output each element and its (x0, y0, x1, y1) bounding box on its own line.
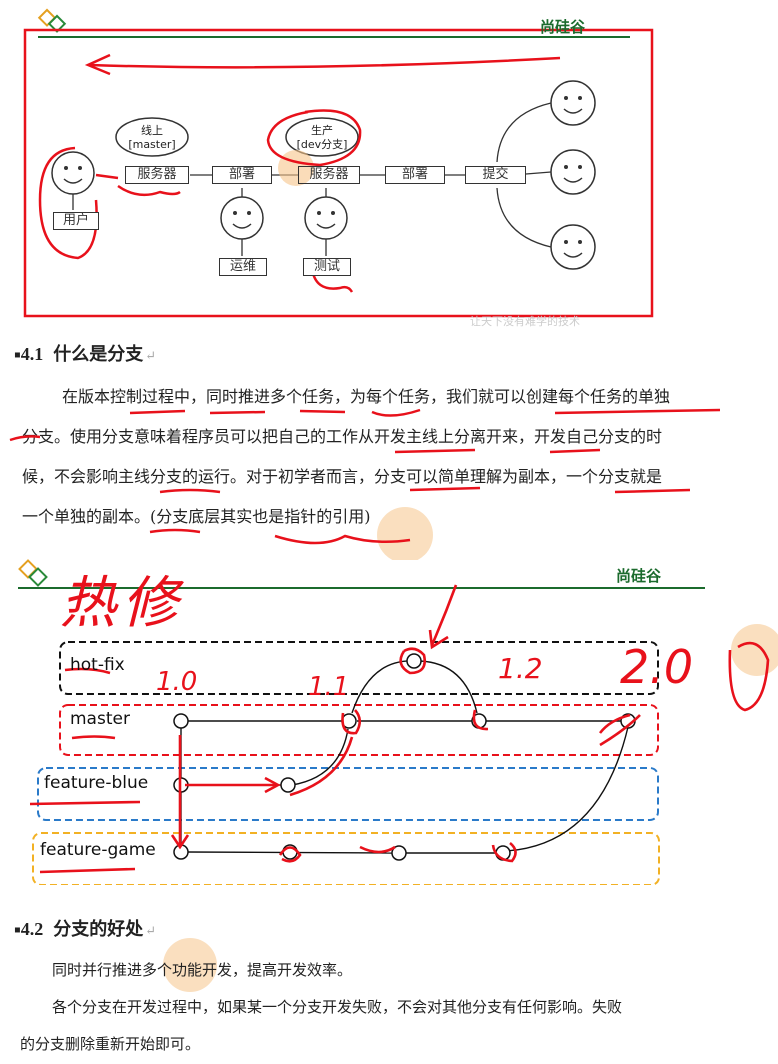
logo-icon (37, 8, 67, 33)
branch-label-feature-game: feature-game (40, 840, 156, 860)
bubble-production: 生产 [dev分支] (290, 124, 354, 152)
bubble-online-line1: 线上 (141, 124, 163, 137)
deploy-box-left: 部署 (212, 166, 272, 184)
user-box: 用户 (53, 212, 99, 230)
section-42-body: 同时并行推进多个功能开发，提高开发效率。 各个分支在开发过程中，如果某一个分支开… (20, 952, 740, 1063)
section-42-title: 分支的好处 (53, 919, 144, 940)
deployment-diagram: 让天下没有难学的技术 (23, 8, 654, 328)
section-41-number: 4.1 (20, 344, 44, 364)
section-41-annotations (9, 408, 721, 560)
deploy-box-right: 部署 (385, 166, 445, 184)
ops-box: 运维 (219, 258, 267, 276)
section-41-line-2: 分支。使用分支意味着程序员可以把自己的工作从开发主线上分离开来，开发自己分支的时 (22, 427, 663, 446)
server-box-left: 服务器 (125, 166, 189, 184)
section-42-number: 4.2 (20, 919, 44, 939)
section-41-line-1: 在版本控制过程中，同时推进多个任务，为每个任务，我们就可以创建每个任务的单独 (62, 387, 671, 406)
version-label-3: 1.2 (498, 652, 543, 685)
test-box: 测试 (303, 258, 351, 276)
branch-label-master: master (70, 709, 130, 729)
bubble-online: 线上 [master] (120, 124, 184, 152)
version-label-1: 1.0 (156, 667, 198, 697)
brand-logo-2: 尚硅谷 (616, 567, 662, 585)
brand-logo: 尚硅谷 (540, 18, 586, 36)
server-box-mid: 服务器 (298, 166, 360, 184)
section-41-line-4: 一个单独的副本。(分支底层其实也是指针的引用) (22, 507, 371, 526)
section-41-line-3: 候，不会影响主线分支的运行。对于初学者而言，分支可以简单理解为副本，一个分支就是 (22, 467, 663, 486)
logo-icon-2 (18, 559, 48, 587)
section-41-title: 什么是分支 (53, 344, 144, 365)
section-41-body: 在版本控制过程中，同时推进多个任务，为每个任务，我们就可以创建每个任务的单独 分… (22, 377, 722, 537)
bubble-production-line2: [dev分支] (296, 138, 348, 151)
section-42-line-1: 同时并行推进多个功能开发，提高开发效率。 (52, 961, 353, 979)
section-42-line-3: 的分支删除重新开始即可。 (20, 1035, 201, 1053)
branch-label-feature-blue: feature-blue (44, 773, 149, 793)
submit-box: 提交 (465, 166, 526, 184)
branch-diagram (18, 559, 778, 885)
handwritten-hotfix-title: 热修 (60, 571, 184, 636)
bubble-online-line2: [master] (128, 138, 176, 151)
branch-label-hotfix: hot-fix (70, 655, 125, 675)
version-label-4: 2.0 (620, 640, 694, 694)
bubble-production-line1: 生产 (311, 124, 333, 137)
version-label-2: 1.1 (308, 672, 350, 702)
section-42-line-2: 各个分支在开发过程中，如果某一个分支开发失败，不会对其他分支有任何影响。失败 (52, 998, 623, 1016)
svg-text:让天下没有难学的技术: 让天下没有难学的技术 (470, 314, 580, 328)
